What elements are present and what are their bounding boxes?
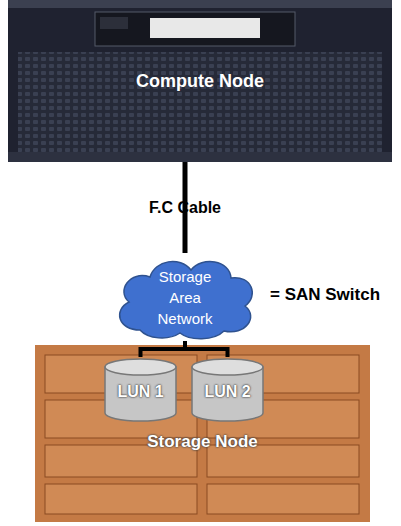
lun-cylinder: LUN 2 xyxy=(190,357,265,423)
node-text: Compute Node xyxy=(136,71,264,92)
compute-server-front xyxy=(8,0,392,162)
edge-label: F.C Cable xyxy=(146,197,224,219)
fc-link xyxy=(141,341,186,357)
node-text: LUN 1 xyxy=(117,383,163,401)
node-text: LUN 2 xyxy=(204,383,250,401)
cloud-path xyxy=(120,262,253,339)
storage-chassis-front xyxy=(35,345,370,522)
san-cloud: Storage Area Network xyxy=(110,253,260,341)
node-text: Storage Area Network xyxy=(145,266,225,329)
fc-link xyxy=(185,341,228,357)
annotation-label: = SAN Switch xyxy=(270,285,380,305)
compute-node: Compute Node xyxy=(8,0,392,162)
cylinder-top xyxy=(192,359,263,375)
lun-cylinder: LUN 1 xyxy=(103,357,178,423)
node-text: Storage Node xyxy=(147,432,258,452)
storage-node: Storage Node LUN 1 LUN 2 xyxy=(35,345,370,522)
cylinder-top xyxy=(105,359,176,375)
fc-link xyxy=(183,162,188,253)
